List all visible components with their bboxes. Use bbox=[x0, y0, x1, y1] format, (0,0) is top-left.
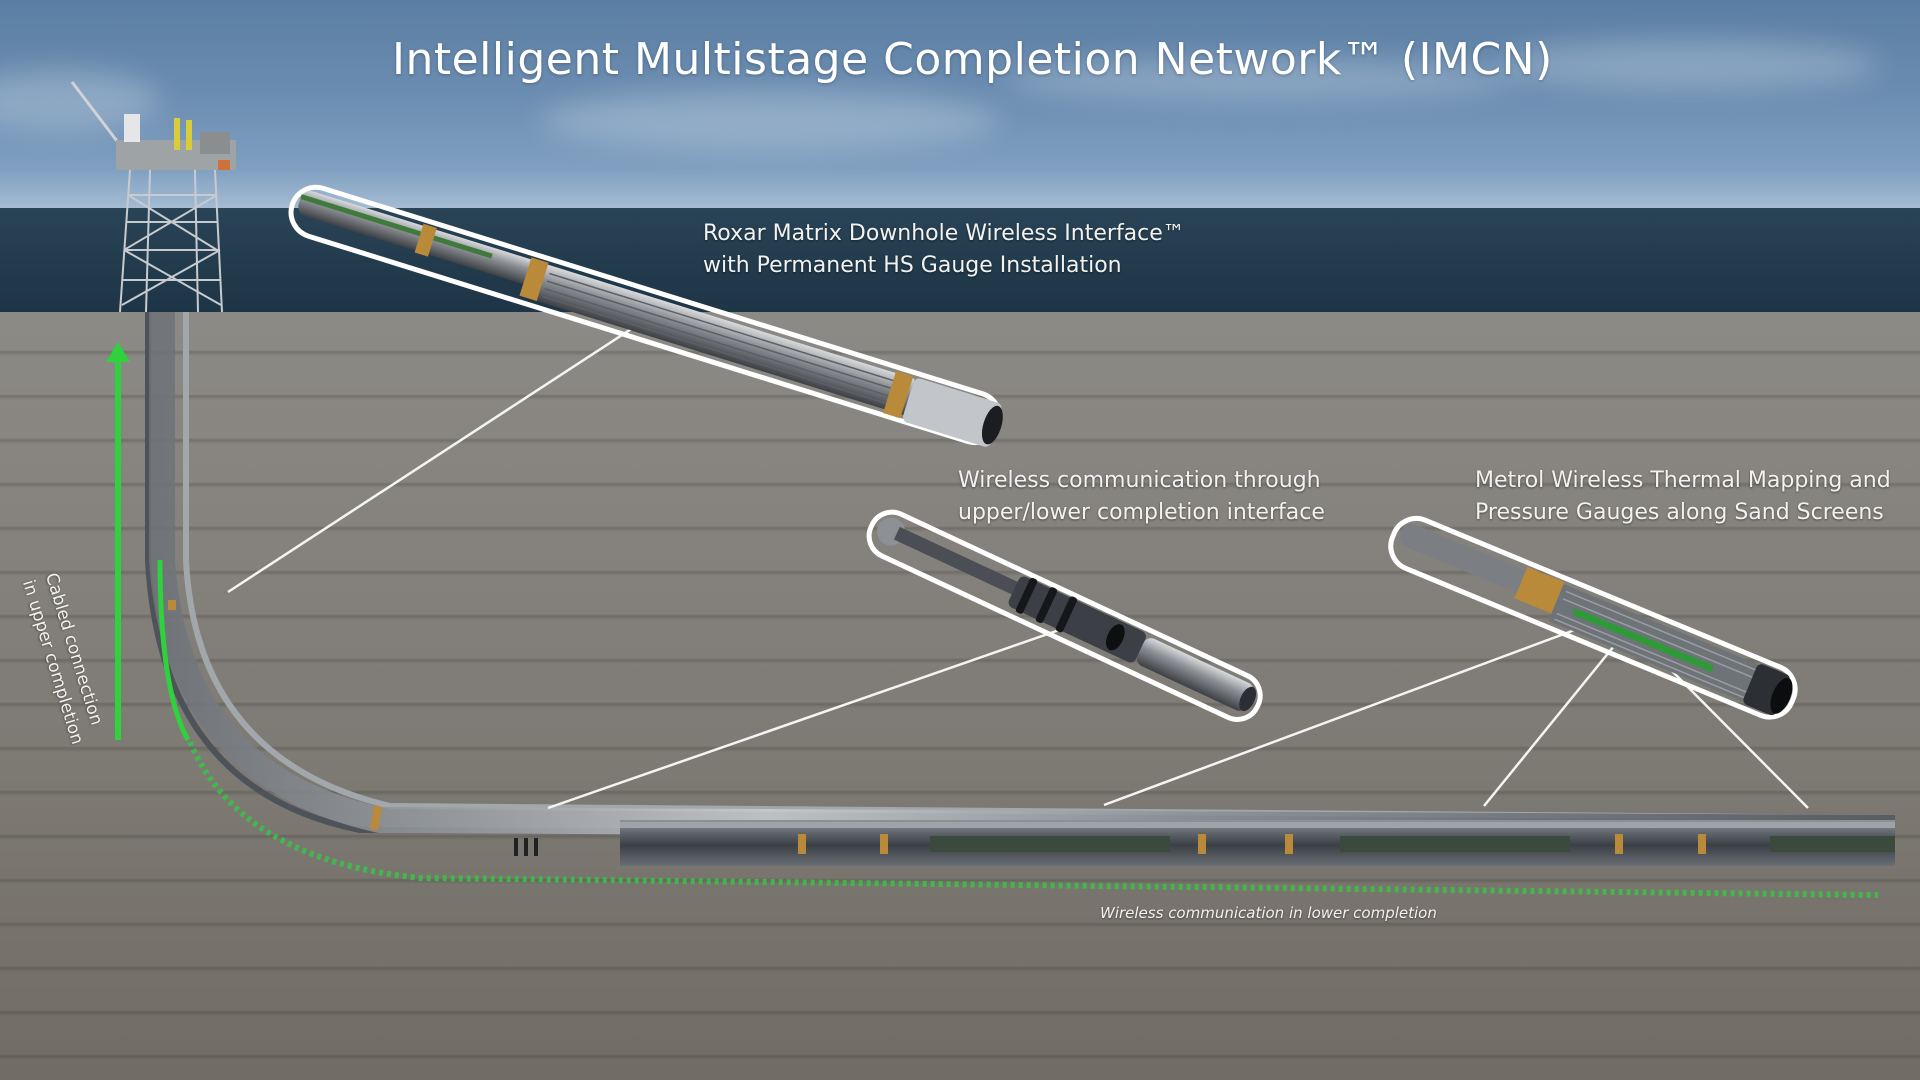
cloud bbox=[1500, 40, 1880, 90]
interface-label: Wireless communication through upper/low… bbox=[958, 465, 1325, 529]
sand-screen bbox=[1340, 836, 1570, 852]
roxar-matrix-label: Roxar Matrix Downhole Wireless Interface… bbox=[703, 218, 1185, 282]
metrol-gauge-tool-icon bbox=[1388, 515, 1798, 720]
sea-layer bbox=[0, 208, 1920, 312]
label-line: with Permanent HS Gauge Installation bbox=[703, 253, 1122, 278]
cloud bbox=[540, 90, 1000, 150]
metrol-gauges-label: Metrol Wireless Thermal Mapping and Pres… bbox=[1475, 465, 1891, 529]
label-line: Metrol Wireless Thermal Mapping and bbox=[1475, 468, 1891, 493]
wireless-signal-path bbox=[187, 740, 1879, 898]
label-line: upper/lower completion interface bbox=[958, 500, 1325, 525]
offshore-platform-icon bbox=[70, 81, 236, 313]
page-title: Intelligent Multistage Completion Networ… bbox=[392, 34, 1553, 85]
label-line: Pressure Gauges along Sand Screens bbox=[1475, 500, 1884, 525]
cabled-connection-arrow bbox=[106, 342, 191, 742]
interface-tool-icon bbox=[866, 509, 1263, 722]
cloud bbox=[1000, 60, 1520, 100]
sky bbox=[0, 0, 1920, 210]
roxar-matrix-tool-icon bbox=[288, 184, 1003, 447]
wireless-lower-label: Wireless communication in lower completi… bbox=[1100, 904, 1437, 922]
label-line: Roxar Matrix Downhole Wireless Interface… bbox=[703, 221, 1185, 246]
sand-screen bbox=[930, 836, 1170, 852]
wellbore bbox=[145, 312, 1896, 866]
label-line: Wireless communication through bbox=[958, 468, 1321, 493]
sand-screen bbox=[1770, 836, 1895, 852]
leader-lines bbox=[227, 318, 1809, 810]
